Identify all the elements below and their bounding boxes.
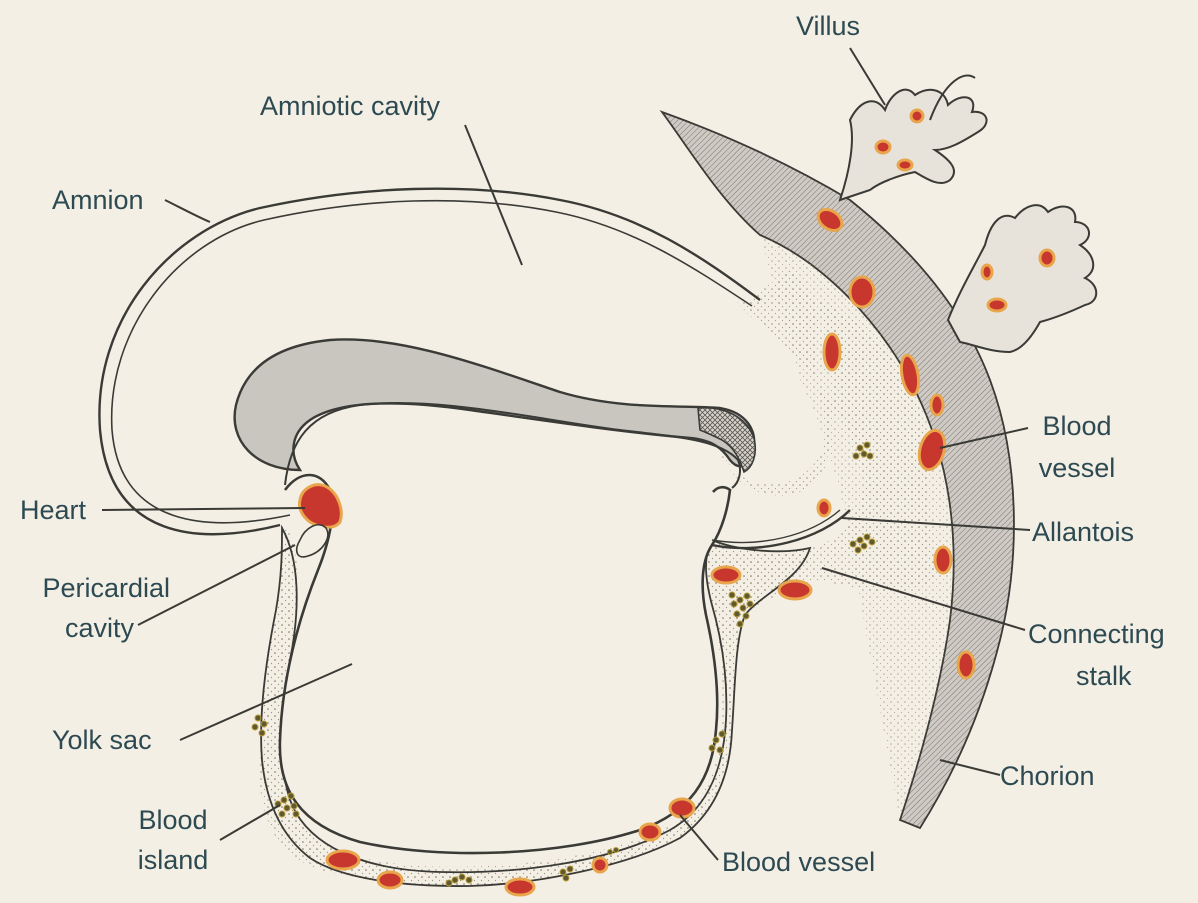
villus-upper [840, 75, 987, 200]
label-pericardial-line1: Pericardial [10, 568, 170, 608]
villus-lower [948, 205, 1096, 352]
leader-amnion [165, 200, 210, 222]
label-allantois: Allantois [1032, 512, 1134, 552]
label-connecting-stalk-line2: stalk [1076, 656, 1132, 696]
label-blood-island-line2: island [128, 840, 218, 880]
label-blood-island-line1: Blood [128, 800, 218, 840]
label-yolk-sac: Yolk sac [52, 720, 152, 760]
embryonic-disc [235, 339, 755, 470]
label-amniotic-cavity: Amniotic cavity [260, 86, 440, 126]
label-villus: Villus [796, 6, 860, 46]
label-amnion: Amnion [52, 180, 144, 220]
label-blood-vessel-right-line2: vessel [1022, 448, 1132, 488]
label-chorion: Chorion [1000, 756, 1095, 796]
label-heart: Heart [20, 490, 86, 530]
label-pericardial-line2: cavity [10, 608, 134, 648]
label-connecting-stalk-line1: Connecting [1028, 614, 1165, 654]
label-blood-vessel-bottom: Blood vessel [722, 842, 875, 882]
label-blood-vessel-right-line1: Blood [1022, 406, 1132, 446]
leader-amniotic-cavity [465, 125, 522, 265]
yolk-sac-cavity [280, 475, 730, 853]
leader-villus [850, 48, 885, 105]
